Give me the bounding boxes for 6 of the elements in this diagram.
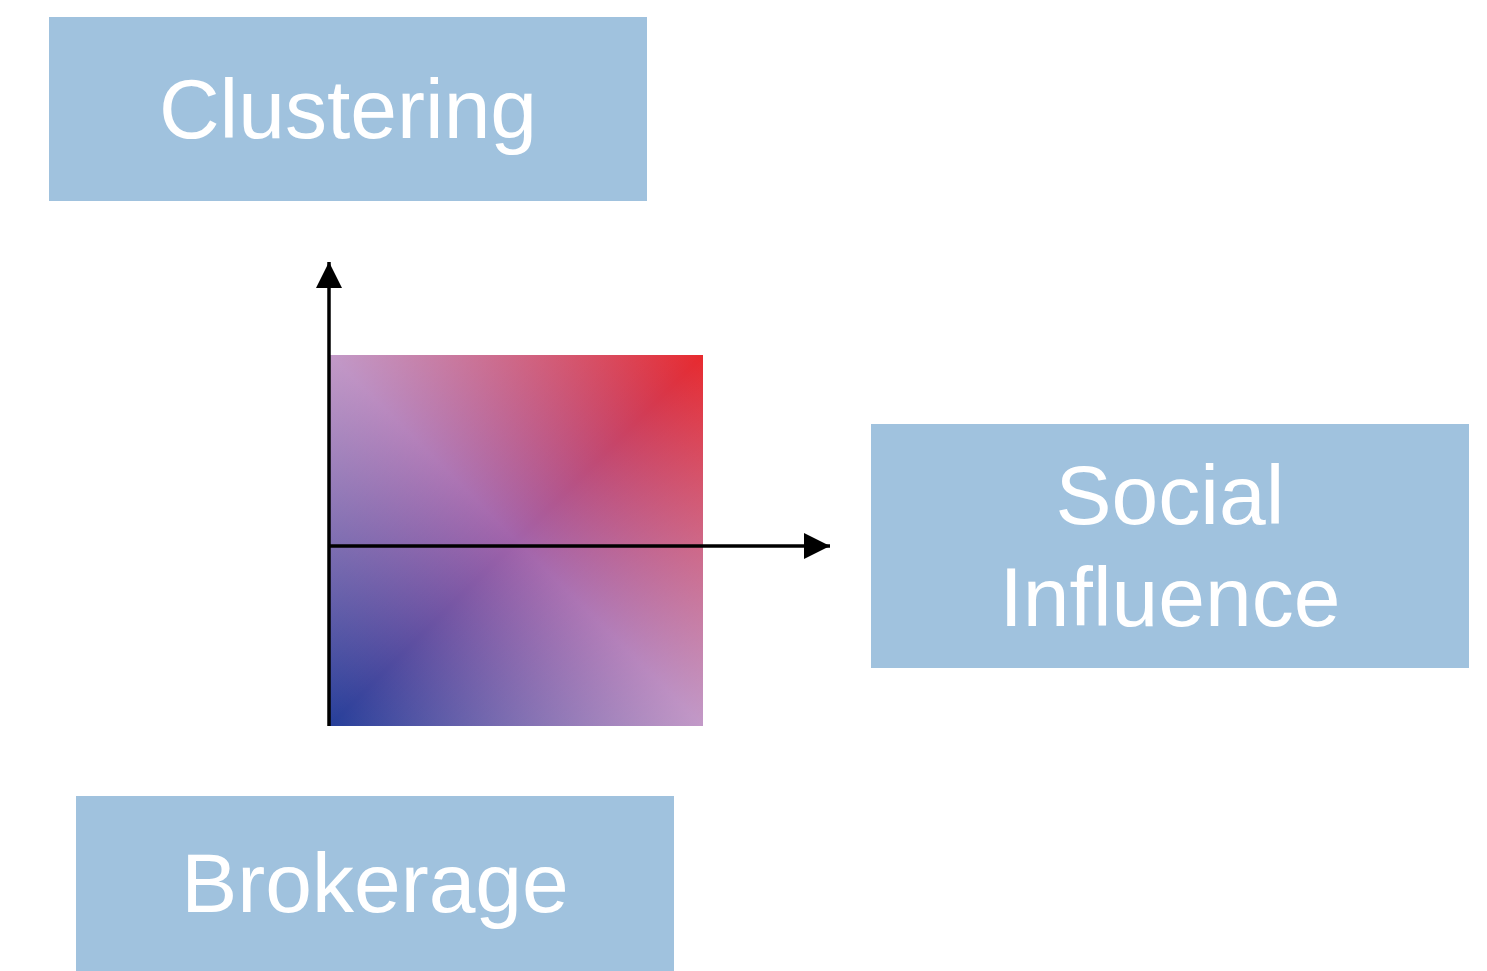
label-box — [49, 17, 647, 201]
box-label: Clustering — [158, 60, 538, 158]
label-box — [871, 424, 1469, 668]
label-box — [76, 796, 674, 971]
box-label: Social Influence — [998, 446, 1342, 646]
box-label: Brokerage — [181, 835, 569, 933]
